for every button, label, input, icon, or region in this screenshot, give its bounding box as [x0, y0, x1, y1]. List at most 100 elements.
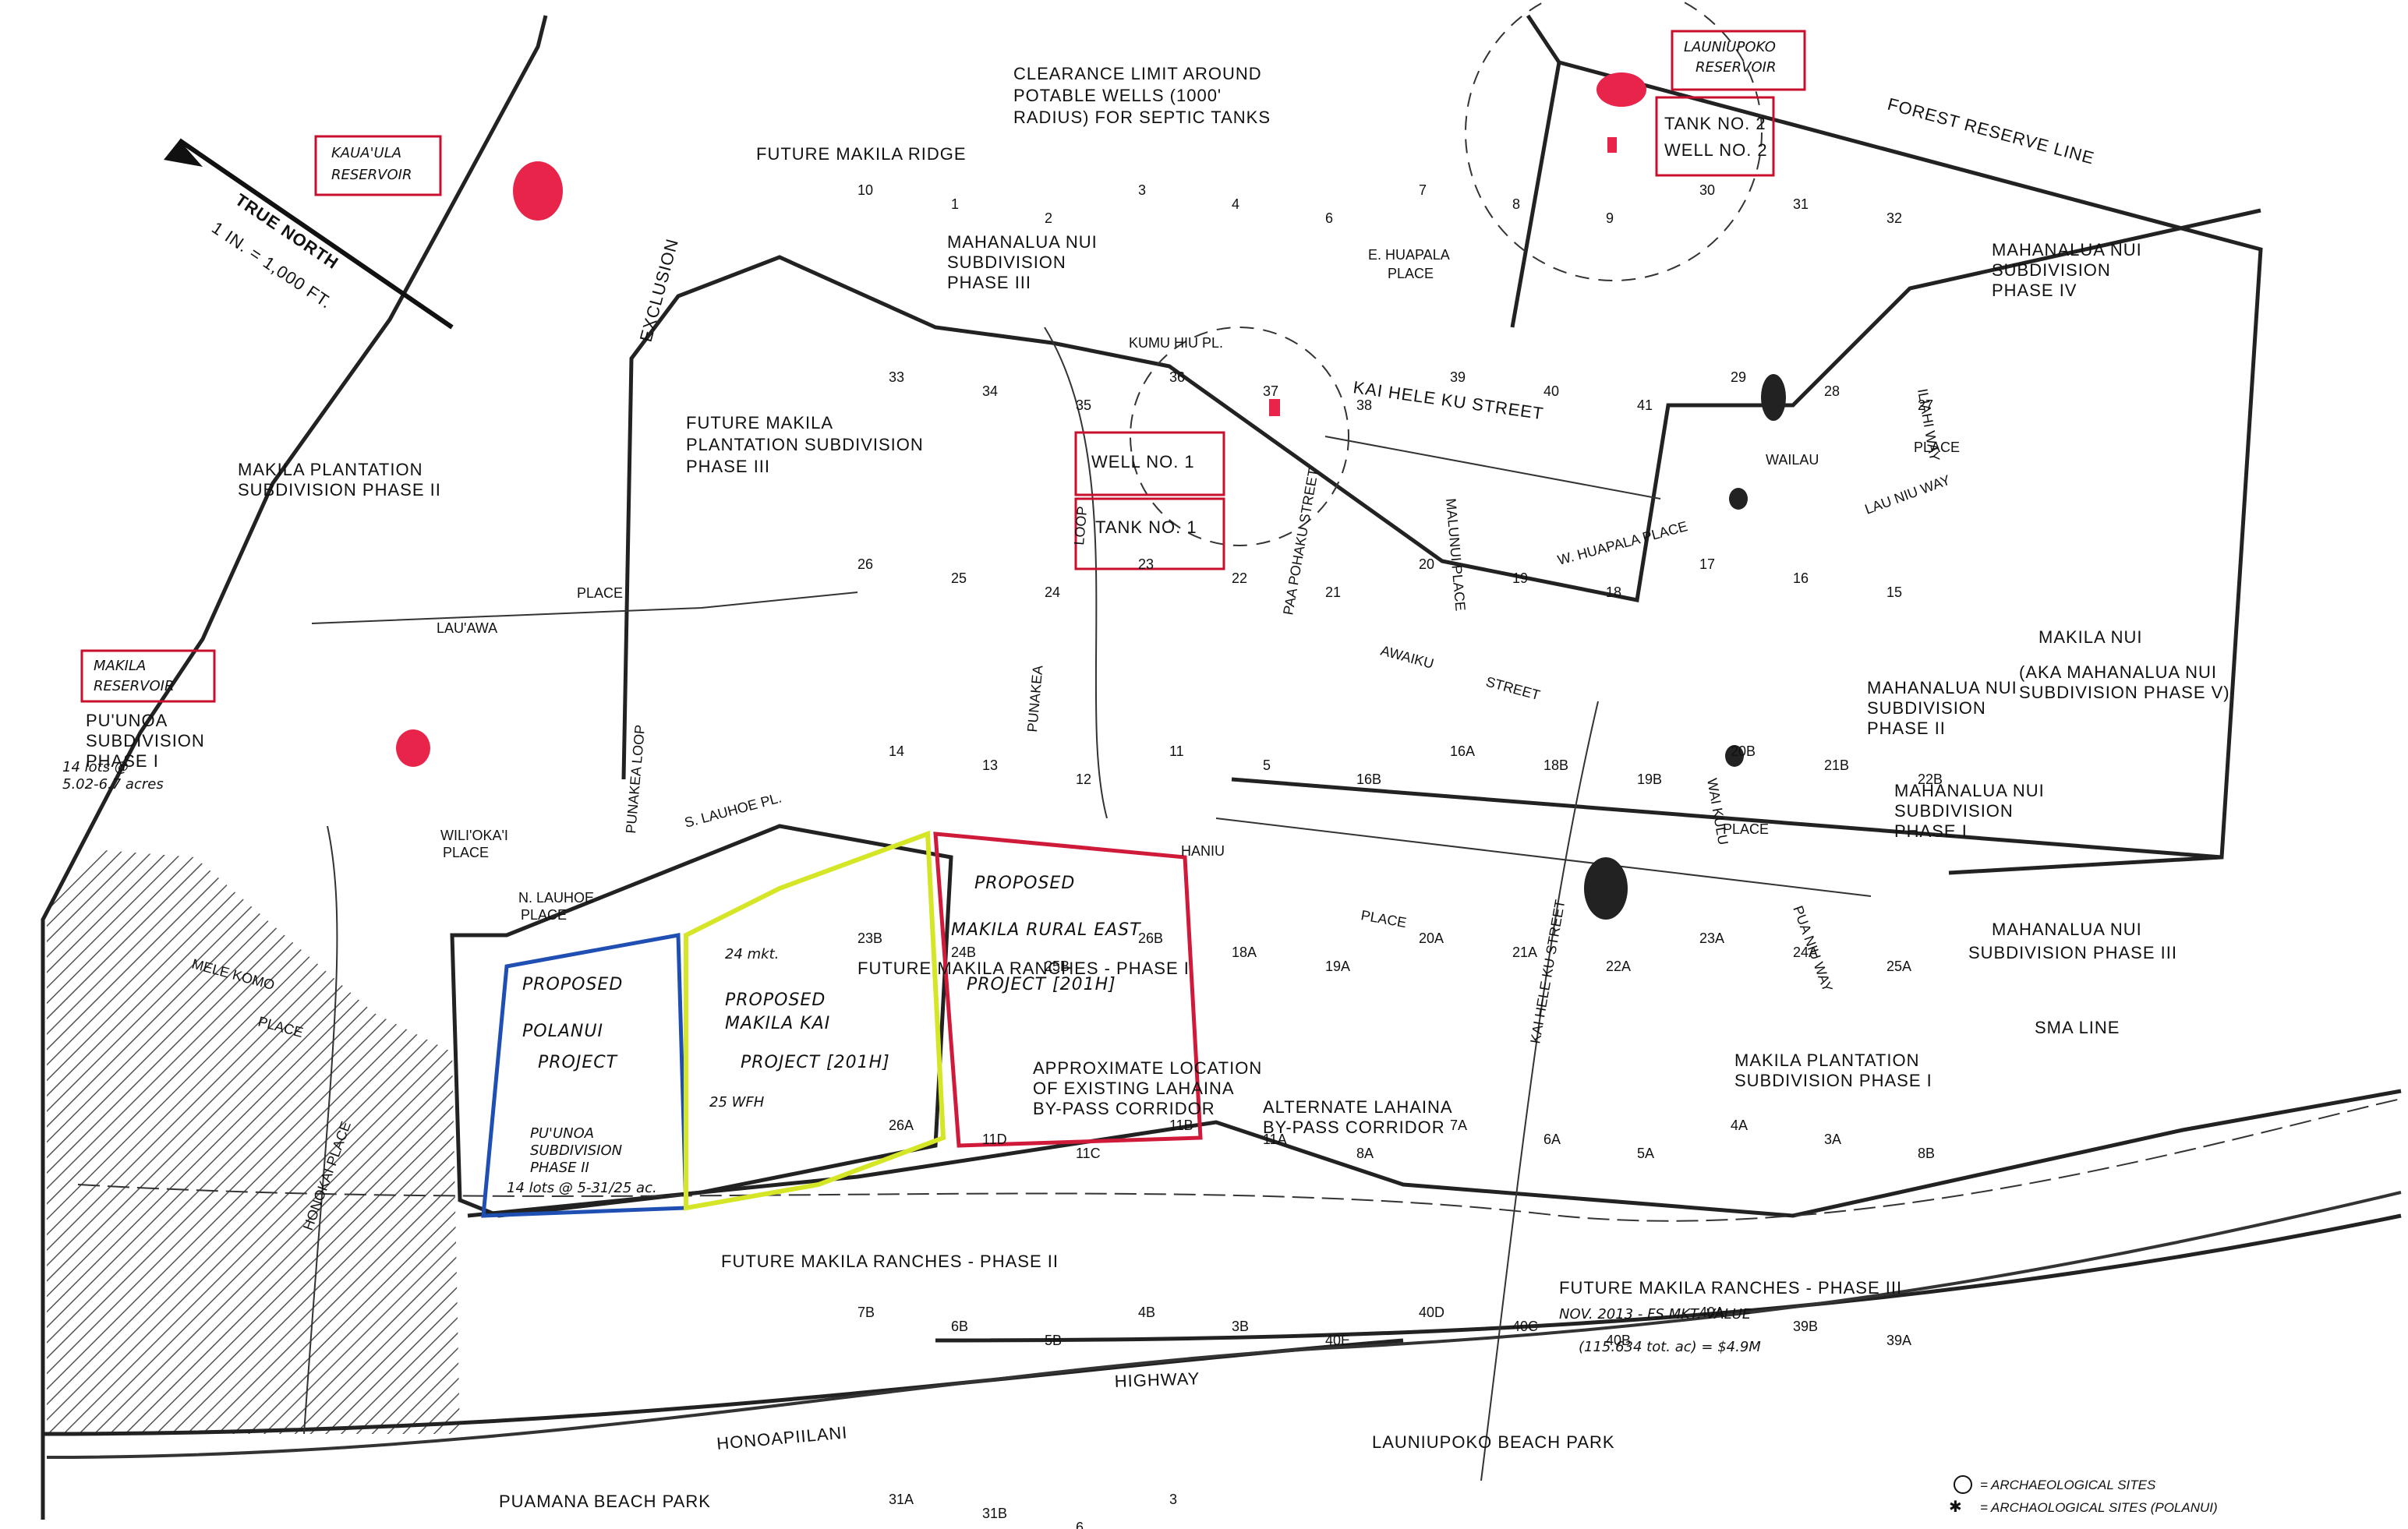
lot-number: 7	[1419, 182, 1427, 198]
lot-number: 25B	[1045, 959, 1070, 974]
label-alt-1: ALTERNATE LAHAINA	[1263, 1097, 1453, 1117]
label-place-22: PLACE	[1723, 821, 1769, 837]
label-puunoa-i-3: PHASE I	[86, 751, 159, 771]
note-puunoa-ii-1: PU'UNOA	[530, 1125, 594, 1142]
lot-number: 16A	[1450, 743, 1475, 759]
label-makila-nui-1: MAKILA NUI	[2038, 627, 2142, 647]
lot-number: 29	[1731, 369, 1746, 385]
label-exclusion: EXCLUSION	[636, 236, 682, 344]
lot-number: 19B	[1637, 772, 1662, 787]
note-makila-res-2: RESERVOIR	[94, 678, 174, 694]
lot-number: 31	[1793, 196, 1809, 212]
lot-number: 31A	[889, 1492, 914, 1507]
lot-number: 2	[1045, 210, 1052, 226]
lot-number: 37	[1263, 383, 1278, 399]
note-puunoa-lots-1: 14 lots @	[62, 759, 129, 775]
label-mnui-iv-3: PHASE IV	[1992, 281, 2077, 300]
lot-number: 18A	[1232, 945, 1257, 960]
note-puunoa-ii-2: SUBDIVISION	[530, 1142, 622, 1159]
note-well-2: WELL NO. 2	[1664, 140, 1768, 160]
legend: = ARCHAEOLOGICAL SITES ✱ = ARCHAOLOGICAL…	[1949, 1475, 2218, 1516]
lot-number: 5	[1263, 757, 1271, 773]
handwritten-annotations: KAUA'ULA RESERVOIR LAUNIUPOKO RESERVOIR …	[62, 39, 1776, 1355]
label-makila-nui-3: SUBDIVISION PHASE V)	[2019, 683, 2230, 702]
label-mnui-iii-b-1: MAHANALUA NUI	[1992, 920, 2142, 939]
hatched-parcel-area	[47, 849, 460, 1434]
lot-number: 33	[889, 369, 904, 385]
lot-number: 30	[1699, 182, 1715, 198]
label-mnui-iv-1: MAHANALUA NUI	[1992, 240, 2142, 260]
note-well-1: WELL NO. 1	[1091, 452, 1195, 471]
lot-number: 31B	[982, 1506, 1007, 1521]
label-n-lauhoe-1: N. LAUHOE	[518, 890, 594, 906]
label-street-awaiku: STREET	[1484, 674, 1542, 704]
lot-number: 24B	[951, 945, 976, 960]
label-sma-line: SMA LINE	[2035, 1018, 2120, 1037]
lot-number: 23	[1138, 556, 1154, 572]
lot-number: 13	[982, 757, 998, 773]
note-polanui-3: PROJECT	[538, 1053, 618, 1072]
lot-number: 5A	[1637, 1146, 1654, 1161]
lot-number: 26A	[889, 1118, 914, 1133]
lot-number: 28	[1824, 383, 1840, 399]
lot-number: 6A	[1543, 1132, 1561, 1147]
label-punakea: PUNAKEA	[1024, 665, 1045, 733]
archaeological-sites	[1584, 374, 1786, 920]
label-loop: LOOP	[1071, 506, 1090, 546]
label-paa-pohaku: PAA POHAKU STREET	[1280, 467, 1321, 616]
note-tank-2: TANK NO. 2	[1664, 114, 1766, 133]
label-mnui-iii-b-2: SUBDIVISION PHASE III	[1968, 943, 2177, 962]
lot-number: 11B	[1169, 1118, 1193, 1133]
label-highway: HIGHWAY	[1114, 1368, 1200, 1391]
label-malunui: MALUNUI PLACE	[1443, 498, 1469, 612]
label-haniu-place: PLACE	[1360, 907, 1408, 930]
lot-number: 21A	[1512, 945, 1537, 960]
label-future-makila-ridge: FUTURE MAKILA RIDGE	[756, 144, 967, 164]
label-mnui-ii-1: MAHANALUA NUI	[1867, 678, 2017, 697]
label-e-huapala-2: PLACE	[1388, 266, 1434, 281]
label-kumu-hiu: KUMU HIU PL.	[1129, 335, 1223, 351]
label-mnui-iii-3: PHASE III	[947, 273, 1031, 292]
lot-number-layer: 1012346789303132333435363738394041292827…	[857, 182, 1943, 1529]
lot-number: 8B	[1918, 1146, 1935, 1161]
lot-number: 8A	[1356, 1146, 1374, 1161]
label-makila-nui-2: (AKA MAHANALUA NUI	[2019, 662, 2217, 682]
label-e-huapala-1: E. HUAPALA	[1368, 247, 1450, 263]
lot-number: 40	[1543, 383, 1559, 399]
lot-number: 22A	[1606, 959, 1631, 974]
lot-number: 19A	[1325, 959, 1350, 974]
lot-number: 24A	[1793, 945, 1818, 960]
lot-number: 27	[1918, 397, 1933, 413]
lot-number: 14	[889, 743, 904, 759]
lot-number: 20A	[1419, 930, 1444, 946]
reservoir-shapes	[396, 72, 1646, 767]
lot-number: 4	[1232, 196, 1239, 212]
lot-number: 15	[1886, 584, 1902, 600]
lot-number: 16B	[1356, 772, 1381, 787]
label-future-mp3-3: PHASE III	[686, 457, 770, 476]
lot-number: 1	[951, 196, 959, 212]
lot-number: 7B	[857, 1305, 875, 1320]
label-clearance-3: RADIUS) FOR SEPTIC TANKS	[1013, 108, 1271, 127]
label-mp-i-1: MAKILA PLANTATION	[1734, 1051, 1919, 1070]
note-rural-east-1: PROPOSED	[974, 874, 1075, 893]
label-mp-ii-2: SUBDIVISION PHASE II	[238, 480, 441, 500]
label-wili-oka-1: WILI'OKA'I	[440, 828, 508, 843]
lot-number: 4A	[1731, 1118, 1748, 1133]
label-clearance-1: CLEARANCE LIMIT AROUND	[1013, 64, 1262, 83]
lot-number: 21B	[1824, 757, 1849, 773]
lot-number: 10	[857, 182, 873, 198]
label-s-lauhoe: S. LAUHOE PL.	[683, 789, 783, 830]
lot-number: 7A	[1450, 1118, 1467, 1133]
note-puunoa-ii-4: 14 lots @ 5-31/25 ac.	[507, 1180, 657, 1196]
label-mnui-i-3: PHASE I	[1894, 821, 1968, 841]
lot-number: 22B	[1918, 772, 1943, 787]
note-makila-kai-1: PROPOSED	[725, 990, 826, 1010]
lot-number: 24	[1045, 584, 1060, 600]
archaeological-site-icon	[1954, 1475, 1972, 1494]
label-kai-hele-ku-street: KAI HELE KU STREET	[1527, 899, 1568, 1045]
note-makila-kai-mkt: 24 mkt.	[725, 946, 779, 962]
note-makila-kai-wfh: 25 WFH	[709, 1094, 765, 1111]
label-alt-2: BY-PASS CORRIDOR	[1263, 1118, 1445, 1137]
parcel-boundaries	[41, 14, 2402, 1520]
